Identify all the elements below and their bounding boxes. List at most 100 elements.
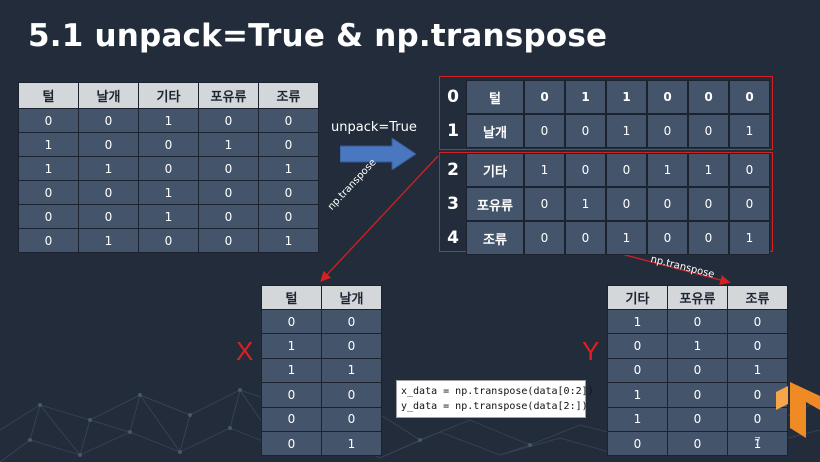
matrix-cell: 0	[729, 80, 770, 114]
table-cell: 1	[138, 180, 199, 205]
column-header: 포유류	[667, 285, 728, 310]
table-cell: 1	[321, 430, 382, 457]
matrix-cell: 0	[647, 187, 688, 221]
y-label: Y	[582, 336, 600, 366]
table-cell: 0	[198, 228, 259, 253]
table-cell: 0	[607, 357, 668, 384]
table-cell: 0	[261, 382, 322, 408]
row-index: 4	[447, 228, 459, 248]
matrix-row: 3 포유류 0 1 0 0 0 0	[440, 187, 770, 221]
matrix-cell: 0	[524, 114, 565, 148]
matrix-row: 4 조류 0 0 1 0 0 1	[440, 221, 770, 255]
row-index: 2	[447, 160, 459, 180]
row-label: 포유류	[466, 187, 524, 221]
table-cell: 1	[198, 132, 259, 157]
table-cell: 0	[138, 156, 199, 181]
table-row: 0 1 0 0 1	[18, 228, 319, 253]
matrix-cell: 0	[524, 187, 565, 221]
table-header-row: 털 날개 기타 포유류 조류	[18, 82, 319, 109]
table-cell: 1	[261, 333, 322, 359]
table-cell: 0	[258, 204, 319, 229]
matrix-cell: 0	[688, 221, 729, 255]
table-cell: 0	[198, 108, 259, 133]
tensorflow-logo-icon	[776, 382, 820, 438]
matrix-cell: 1	[606, 221, 647, 255]
column-header: 기타	[607, 285, 668, 310]
matrix-cell: 0	[565, 221, 606, 255]
matrix-row: 0 털 0 1 1 0 0 0	[440, 80, 770, 114]
table-cell: 1	[727, 357, 788, 384]
matrix-row: 1 날개 0 0 1 0 0 1	[440, 114, 770, 148]
code-line: x_data = np.transpose(data[0:2])	[401, 386, 594, 397]
table-cell: 0	[18, 204, 79, 229]
table-cell: 1	[258, 228, 319, 253]
column-header: 날개	[78, 82, 139, 109]
unpack-label: unpack=True	[331, 120, 417, 135]
table-cell: 0	[78, 204, 139, 229]
matrix-cell: 0	[565, 153, 606, 187]
right-arrow-icon	[340, 138, 416, 170]
matrix-cell: 1	[606, 114, 647, 148]
matrix-cell: 0	[606, 187, 647, 221]
table-cell: 0	[78, 132, 139, 157]
matrix-cell: 0	[729, 187, 770, 221]
table-row: 0 0 1 0 0	[18, 180, 319, 205]
matrix-cell: 1	[565, 187, 606, 221]
table-cell: 0	[607, 333, 668, 359]
table-cell: 1	[607, 406, 668, 432]
code-line: y_data = np.transpose(data[2:])	[401, 401, 588, 412]
column-header: 털	[261, 285, 322, 310]
matrix-cell: 0	[524, 80, 565, 114]
column-header: 조류	[727, 285, 788, 310]
matrix-cell: 0	[565, 114, 606, 148]
table-cell: 0	[667, 430, 728, 457]
x-group-outline	[439, 76, 773, 150]
table-cell: 0	[138, 228, 199, 253]
table-cell: 0	[321, 406, 382, 432]
column-header: 조류	[258, 82, 319, 109]
row-index: 0	[447, 87, 459, 107]
column-header: 날개	[321, 285, 382, 310]
table-cell: 1	[607, 308, 668, 335]
matrix-cell: 1	[729, 114, 770, 148]
row-label: 조류	[466, 221, 524, 255]
table-cell: 1	[258, 156, 319, 181]
table-cell: 0	[667, 308, 728, 335]
matrix-cell: 1	[565, 80, 606, 114]
table-cell: 1	[78, 228, 139, 253]
page-number: 7	[754, 435, 761, 448]
table-cell: 1	[727, 430, 788, 457]
table-cell: 0	[258, 180, 319, 205]
row-index: 3	[447, 194, 459, 214]
table-row: 0 0 1 0 0	[18, 204, 319, 229]
matrix-cell: 0	[647, 80, 688, 114]
row-label: 털	[466, 80, 524, 114]
table-cell: 0	[261, 430, 322, 457]
table-cell: 0	[138, 132, 199, 157]
column-header: 기타	[138, 82, 199, 109]
matrix-cell: 0	[647, 114, 688, 148]
row-label: 기타	[466, 153, 524, 187]
table-cell: 0	[18, 228, 79, 253]
matrix-cell: 0	[606, 153, 647, 187]
matrix-cell: 0	[729, 153, 770, 187]
table-cell: 1	[321, 357, 382, 384]
matrix-cell: 1	[729, 221, 770, 255]
matrix-cell: 0	[688, 187, 729, 221]
matrix-cell: 0	[524, 221, 565, 255]
table-cell: 0	[321, 382, 382, 408]
table-cell: 0	[727, 308, 788, 335]
table-cell: 0	[261, 308, 322, 335]
table-cell: 1	[138, 108, 199, 133]
table-cell: 1	[261, 357, 322, 384]
